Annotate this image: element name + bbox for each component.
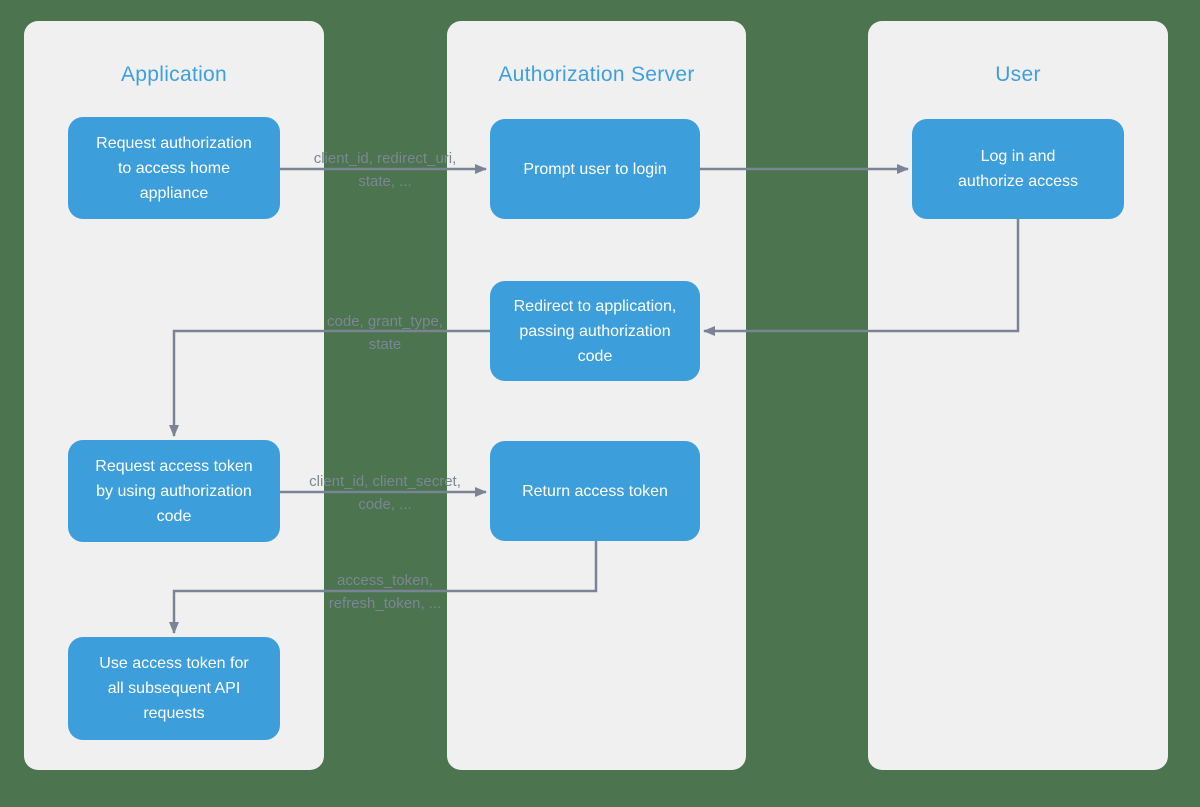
lane-title-application: Application: [120, 63, 228, 86]
node-request-authorization[interactable]: Request authorization to access home app…: [68, 117, 280, 219]
node-return-access-token[interactable]: Return access token: [490, 441, 700, 541]
node-redirect-to-application[interactable]: Redirect to application, passing authori…: [490, 281, 700, 381]
node-login-authorize-access[interactable]: Log in and authorize access: [912, 119, 1124, 219]
lane-title-authorization-server: Authorization Server: [498, 63, 695, 86]
edge-label-client-id-client-secret: client_id, client_secret, code, ...: [309, 473, 461, 513]
lane-title-user: User: [995, 63, 1041, 86]
node-request-access-token[interactable]: Request access token by using authorizat…: [68, 440, 280, 542]
node-prompt-user-login[interactable]: Prompt user to login: [490, 119, 700, 219]
edge-label-client-id-redirect-uri: client_id, redirect_uri, state, ...: [313, 150, 457, 190]
edge-label-code-grant-type: code, grant_type, state: [327, 313, 443, 353]
edge-label-access-token-refresh-token: access_token, refresh_token, ...: [328, 572, 442, 612]
node-use-access-token[interactable]: Use access token for all subsequent API …: [68, 637, 280, 740]
